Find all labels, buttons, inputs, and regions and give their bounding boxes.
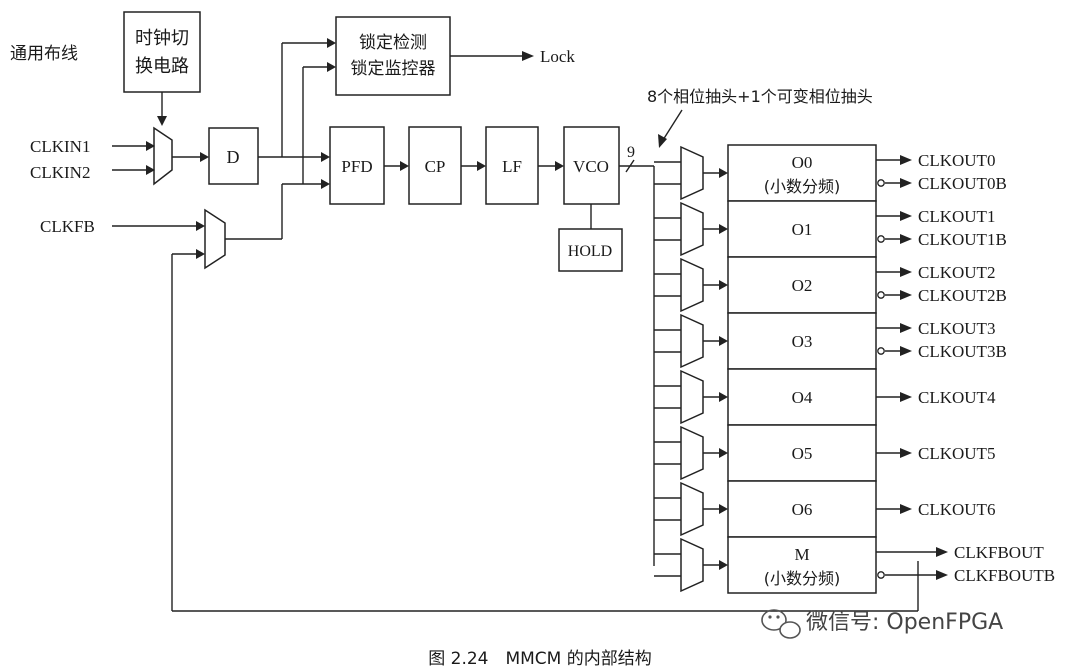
fractional-note: (小数分频) [764,177,841,196]
clkfb-label: CLKFB [40,217,95,236]
counter-label: O5 [792,444,813,463]
d-divider-block [208,127,259,185]
clock-switch-line2: 换电路 [135,56,189,77]
phase-taps-label: 8个相位抽头+1个可变相位抽头 [647,87,873,106]
routing-label: 通用布线 [10,44,78,64]
pfd-block [329,126,385,205]
output-label: CLKOUT1 [918,207,995,226]
phase-mux-6 [680,481,704,537]
output-label: CLKOUT4 [918,388,996,407]
counter-label: O3 [792,332,813,351]
counter-label: O6 [792,500,813,519]
wechat-watermark: 微信号: OpenFPGA [761,609,1003,639]
fractional-note: (小数分频) [764,569,841,588]
clock-switch-line1: 时钟切 [135,28,189,49]
output-label: CLKOUT6 [918,500,995,519]
counter-label: O2 [792,276,813,295]
d-label: D [227,147,240,167]
cp-block [408,126,462,205]
counter-o5 [727,424,877,482]
clkin2-label: CLKIN2 [30,163,90,182]
figure-caption: 图 2.24 MMCM 的内部结构 [428,649,652,669]
counter-m [727,536,877,594]
output-label: CLKOUT2 [918,263,995,282]
output-label: CLKOUT3 [918,319,995,338]
output-label: CLKOUT5 [918,444,995,463]
counter-o2 [727,256,877,314]
lf-block [485,126,539,205]
counter-o1 [727,200,877,258]
bus-width-label: 9 [627,144,635,161]
hold-block [558,228,623,272]
counter-label: M [794,545,809,564]
hold-label: HOLD [568,243,612,260]
counter-label: O1 [792,220,813,239]
phase-mux-2 [680,257,704,313]
phase-mux-0 [680,145,704,201]
output-label: CLKOUT1B [918,230,1007,249]
input-mux [153,126,173,186]
wechat-icon [761,609,801,639]
counter-label: O0 [792,153,813,172]
output-label: CLKOUT0B [918,174,1007,193]
lock-detector-line2: 锁定监控器 [351,59,436,79]
clkin1-label: CLKIN1 [30,137,90,156]
lock-output-label: Lock [540,47,575,66]
output-label: CLKFBOUTB [954,566,1055,585]
lock-detector-block [335,16,451,96]
lock-detector-line1: 锁定检测 [359,33,427,53]
counter-o3 [727,312,877,370]
counter-label: O4 [792,388,813,407]
counter-o4 [727,368,877,426]
phase-mux-4 [680,369,704,425]
pfd-label: PFD [341,157,372,176]
lf-label: LF [502,157,522,176]
phase-mux-7 [680,537,704,593]
cp-label: CP [425,157,446,176]
clock-switch-block [123,11,201,93]
phase-mux-3 [680,313,704,369]
phase-mux-1 [680,201,704,257]
counter-o0 [727,144,877,202]
phase-mux-5 [680,425,704,481]
output-label: CLKFBOUT [954,543,1044,562]
feedback-mux [204,208,226,270]
output-label: CLKOUT3B [918,342,1007,361]
watermark-text: 微信号: OpenFPGA [806,610,1003,635]
output-label: CLKOUT2B [918,286,1007,305]
vco-label: VCO [573,157,609,176]
output-label: CLKOUT0 [918,151,995,170]
